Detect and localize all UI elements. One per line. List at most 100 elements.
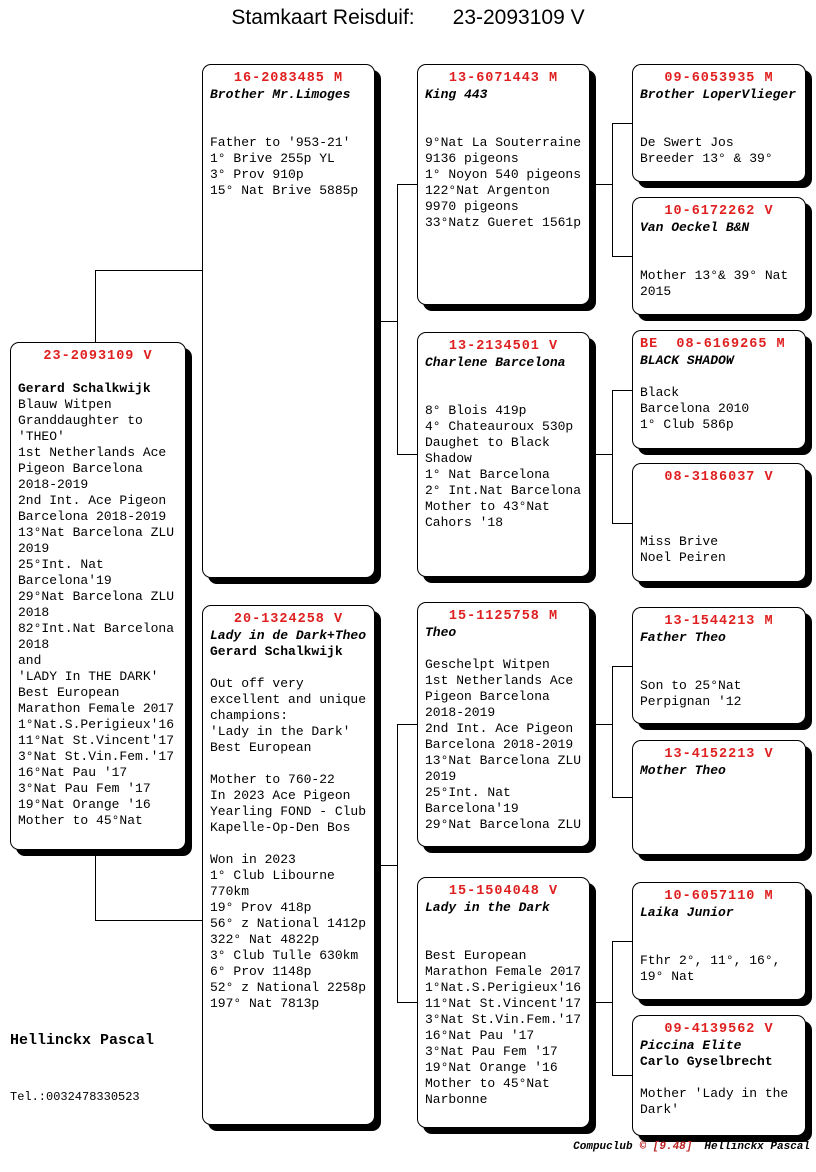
pedigree-text-line [640, 646, 798, 662]
connector-line [397, 724, 417, 725]
pedigree-text-line: Pigeon Barcelona [425, 689, 550, 704]
pedigree-box-body: Laika Junior Fthr 2°, 11°, 16°,19° Nat [640, 905, 798, 985]
pedigree-text-line: Piccina Elite [640, 1038, 742, 1053]
pedigree-text-line: Daughet to Black [425, 435, 550, 450]
pedigree-text-line [210, 836, 367, 852]
pedigree-text-line: Laika Junior [640, 905, 734, 920]
pedigree-text-line: Barcelona 2018-2019 [425, 737, 574, 752]
pedigree-text-line: 1°Nat.S.Perigieux'16 [425, 980, 582, 995]
pedigree-text-line: excellent and unique [210, 692, 367, 707]
pedigree-box-grandmother-maternal: 15-1504048 V Lady in the Dark Best Europ… [417, 877, 590, 1128]
ring-number-header: 13-4152213 V [664, 747, 774, 762]
pedigree-text-line [640, 252, 798, 268]
pedigree-text-line: 1°Nat.S.Perigieux'16 [18, 717, 175, 732]
pedigree-text-line: 13°Nat Barcelona ZLU [18, 525, 175, 540]
pedigree-text-line [425, 932, 582, 948]
pedigree-text-line: 15° Nat Brive 5885p [210, 183, 359, 198]
pedigree-text-line: 3° Club Tulle 630km [210, 948, 359, 963]
pedigree-text-line: Mother 13°& 39° Nat [640, 268, 789, 283]
pedigree-text-line [640, 1070, 798, 1086]
pedigree-text-line [210, 660, 367, 676]
connector-line [612, 941, 613, 1076]
pedigree-text-line: 6° Prov 1148p [210, 964, 312, 979]
connector-line [397, 184, 417, 185]
pedigree-text-line: Mother to 45°Nat [18, 813, 143, 828]
pedigree-text-line: King 443 [425, 87, 488, 102]
pedigree-text-line: 1st Netherlands Ace [18, 445, 167, 460]
pedigree-text-line: Granddaughter to [18, 413, 143, 428]
pedigree-text-line: Kapelle-Op-Den Bos [210, 820, 351, 835]
pedigree-text-line [210, 119, 367, 135]
pedigree-text-line: Mother to 43°Nat [425, 499, 550, 514]
owner-name: Hellinckx Pascal [10, 1032, 155, 1049]
software-footer: Compuclub© [9.48]Hellinckx Pascal [573, 1141, 810, 1153]
ring-number-header: 13-6071443 M [448, 71, 559, 86]
pedigree-text-line: 16°Nat Pau '17 [425, 1028, 535, 1043]
pedigree-box-grandfather-paternal: 13-6071443 M King 443 9°Nat La Souterrai… [417, 64, 590, 305]
pedigree-text-line: Narbonne [425, 1092, 488, 1107]
connector-line [397, 184, 398, 455]
pedigree-text-line: 8° Blois 419p [425, 403, 527, 418]
pedigree-text-line: 1° Brive 255p YL [210, 151, 335, 166]
pedigree-text-line: Brother LoperVlieger [640, 87, 797, 102]
connector-line [612, 123, 632, 124]
pedigree-text-line: Dark' [640, 1102, 680, 1117]
ring-number-header: 08-3186037 V [664, 470, 774, 485]
pedigree-text-line: 2015 [640, 284, 672, 299]
pedigree-text-line: Mother to 45°Nat [425, 1076, 550, 1091]
pedigree-text-line [425, 916, 582, 932]
pedigree-text-line: 11°Nat St.Vincent'17 [18, 733, 175, 748]
pedigree-text-line [640, 119, 798, 135]
pedigree-text-line: 9970 pigeons [425, 199, 519, 214]
ring-number-header: 09-6053935 M [664, 71, 774, 86]
pedigree-text-line: In 2023 Ace Pigeon [210, 788, 351, 803]
connector-line [612, 390, 632, 391]
pedigree-text-line: 'LADY In THE DARK' [18, 669, 159, 684]
pedigree-text-line: Carlo Gyselbrecht [640, 1054, 773, 1069]
pedigree-text-line: 16°Nat Pau '17 [18, 765, 128, 780]
pedigree-text-line: 25°Int. Nat [425, 785, 511, 800]
pedigree-text-line: Father Theo [640, 630, 726, 645]
pedigree-box-body: Mother Theo [640, 763, 798, 779]
pedigree-text-line: Black [640, 385, 680, 400]
pedigree-text-line: Mother Theo [640, 763, 726, 778]
pedigree-text-line [425, 103, 582, 119]
pedigree-text-line: Marathon Female 2017 [18, 701, 175, 716]
connector-line [95, 920, 203, 921]
connector-line [612, 797, 632, 798]
pedigree-text-line: 3° Prov 910p [210, 167, 304, 182]
page-title-label: Stamkaart Reisduif: [231, 6, 415, 29]
pedigree-text-line: Barcelona'19 [18, 573, 112, 588]
pedigree-text-line [640, 937, 798, 953]
pedigree-text-line: 3°Nat Pau Fem '17 [425, 1044, 558, 1059]
pedigree-text-line: 29°Nat Barcelona ZLU [425, 817, 582, 832]
pedigree-text-line [425, 387, 582, 403]
pedigree-text-line: 19° Nat [640, 969, 695, 984]
pedigree-text-line: 33°Natz Gueret 1561p [425, 215, 582, 230]
pedigree-text-line: Yearling FOND - Club [210, 804, 367, 819]
pedigree-text-line: 'THEO' [18, 429, 65, 444]
ring-number-header: 15-1504048 V [448, 884, 559, 899]
pedigree-text-line: 197° Nat 7813p [210, 996, 320, 1011]
pedigree-text-line: 322° Nat 4822p [210, 932, 320, 947]
pedigree-box-body: Brother Mr.Limoges Father to '953-21'1° … [210, 87, 367, 199]
footer-program-name: Compuclub [573, 1141, 633, 1153]
pedigree-text-line: 4° Chateauroux 530p [425, 419, 574, 434]
pedigree-text-line: Pigeon Barcelona [18, 461, 143, 476]
pedigree-text-line: Breeder 13° & 39° [640, 151, 773, 166]
pedigree-text-line: Brother Mr.Limoges [210, 87, 351, 102]
connector-line [612, 941, 632, 942]
pedigree-text-line: 2nd Int. Ace Pigeon [18, 493, 167, 508]
pedigree-text-line: 'Lady in the Dark' [210, 724, 351, 739]
ring-number-header: 16-2083485 M [233, 71, 344, 86]
